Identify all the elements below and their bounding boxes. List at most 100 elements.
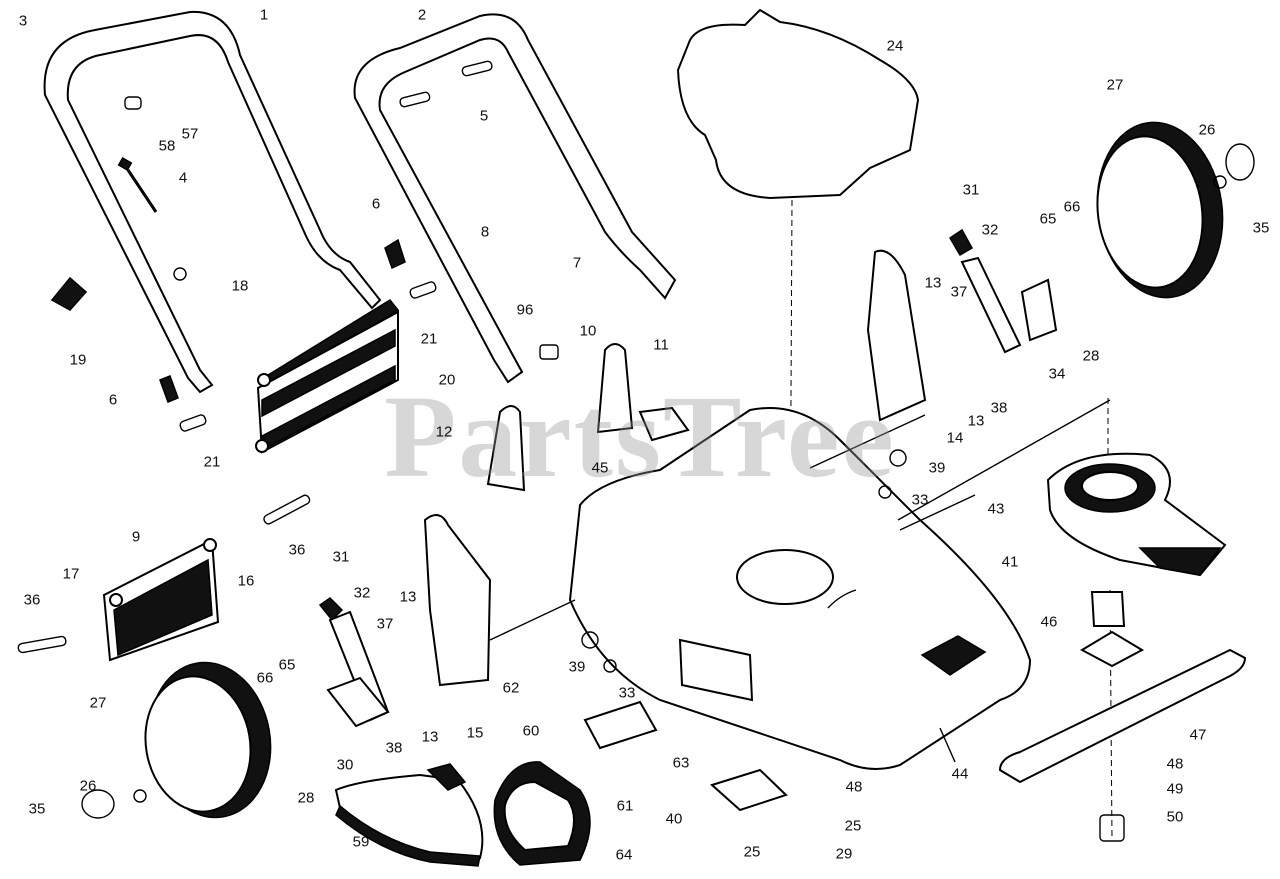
callout-label: 6	[371, 195, 381, 213]
callout-label: 28	[1082, 347, 1100, 365]
callout-label: 33	[618, 684, 636, 702]
leader-line	[939, 727, 956, 763]
callout-label: 26	[79, 777, 97, 795]
leader-line	[809, 414, 926, 469]
lower-handle-drawing	[353, 13, 677, 384]
callout-label: 13	[421, 728, 439, 746]
callout-label: 27	[89, 694, 107, 712]
lever-grip-drawing	[948, 228, 974, 257]
callout-label: 25	[743, 843, 761, 861]
callout-label: 63	[672, 754, 690, 772]
callout-label: 64	[615, 846, 633, 864]
callout-label: 9	[131, 528, 141, 546]
callout-label: 13	[924, 274, 942, 292]
callout-label: 1	[259, 6, 269, 24]
callout-label: 60	[522, 722, 540, 740]
callout-label: 13	[399, 588, 417, 606]
callout-label: 2	[417, 6, 427, 24]
callout-label: 65	[1039, 210, 1057, 228]
callout-label: 32	[981, 221, 999, 239]
callout-label: 11	[653, 336, 669, 354]
leader-line	[489, 599, 576, 641]
lever-grip-drawing	[318, 597, 344, 622]
callout-label: 17	[62, 565, 80, 583]
callout-label: 16	[237, 572, 255, 590]
blade-bolt-drawing	[1099, 814, 1125, 842]
leader-line	[897, 399, 1111, 521]
rear-door-drawing	[493, 761, 591, 866]
washer-drawing	[133, 789, 147, 803]
callout-label: 38	[385, 739, 403, 757]
callout-label: 21	[203, 453, 221, 471]
leader-line	[899, 494, 976, 531]
spring-bracket-drawing	[583, 700, 658, 750]
callout-label: 47	[1189, 726, 1207, 744]
callout-label: 20	[438, 371, 456, 389]
callout-label: 32	[353, 584, 371, 602]
knob-drawing	[384, 238, 406, 270]
callout-label: 48	[1166, 755, 1184, 773]
bracket-drawing	[486, 405, 526, 492]
callout-label: 66	[256, 669, 274, 687]
callout-label: 58	[158, 137, 176, 155]
callout-label: 62	[502, 679, 520, 697]
callout-label: 34	[1048, 365, 1066, 383]
front-wheel-drawing	[81, 661, 272, 819]
callout-label: 49	[1166, 780, 1184, 798]
callout-label: 10	[579, 322, 597, 340]
nut-drawing	[889, 449, 907, 467]
callout-label: 38	[990, 399, 1008, 417]
callout-label: 35	[1252, 219, 1270, 237]
callout-label: 19	[69, 351, 87, 369]
center-line	[789, 199, 793, 593]
callout-label: 65	[278, 656, 296, 674]
callout-label: 24	[886, 37, 904, 55]
control-panel-drawing	[255, 299, 400, 454]
callout-label: 12	[435, 423, 453, 441]
height-lever-drawing	[960, 256, 1022, 354]
callout-label: 5	[479, 107, 489, 125]
blade-drawing	[998, 648, 1247, 784]
engine-drawing	[676, 8, 920, 200]
bracket-drawing	[638, 406, 690, 442]
washer-drawing	[878, 485, 892, 499]
blade-adapter-drawing	[1090, 591, 1126, 627]
callout-label: 37	[950, 283, 968, 301]
callout-label: 46	[1040, 613, 1058, 631]
callout-label: 7	[572, 254, 582, 272]
callout-label: 8	[480, 223, 490, 241]
callout-label: 3	[18, 12, 28, 30]
callout-label: 26	[1198, 121, 1216, 139]
blade-adapter-drawing	[1079, 630, 1145, 668]
callout-label: 27	[1106, 76, 1124, 94]
bracket-drawing	[596, 343, 634, 434]
callout-label: 30	[336, 756, 354, 774]
axle-plate-drawing	[1020, 278, 1058, 342]
callout-label: 40	[665, 810, 683, 828]
rear-flap-drawing	[102, 538, 220, 662]
callout-label: 14	[946, 429, 964, 447]
callout-label: 57	[181, 125, 199, 143]
callout-label: 36	[288, 541, 306, 559]
rear-wheel-drawing	[1096, 121, 1255, 299]
nut-drawing	[581, 631, 599, 649]
callout-label: 59	[352, 833, 370, 851]
callout-label: 4	[178, 169, 188, 187]
callout-label: 66	[1063, 198, 1081, 216]
callout-label: 39	[568, 658, 586, 676]
axle-bracket-drawing	[866, 249, 927, 422]
callout-label: 31	[962, 181, 980, 199]
callout-label: 31	[332, 548, 350, 566]
callout-label: 50	[1166, 808, 1184, 826]
callout-label: 43	[987, 500, 1005, 518]
callout-label: 29	[835, 845, 853, 863]
spacer-drawing	[539, 344, 559, 360]
bolt-drawing	[179, 414, 207, 432]
callout-label: 25	[844, 817, 862, 835]
callout-label: 6	[108, 391, 118, 409]
callout-label: 33	[911, 491, 929, 509]
callout-label: 44	[951, 765, 969, 783]
callout-label: 45	[591, 459, 609, 477]
